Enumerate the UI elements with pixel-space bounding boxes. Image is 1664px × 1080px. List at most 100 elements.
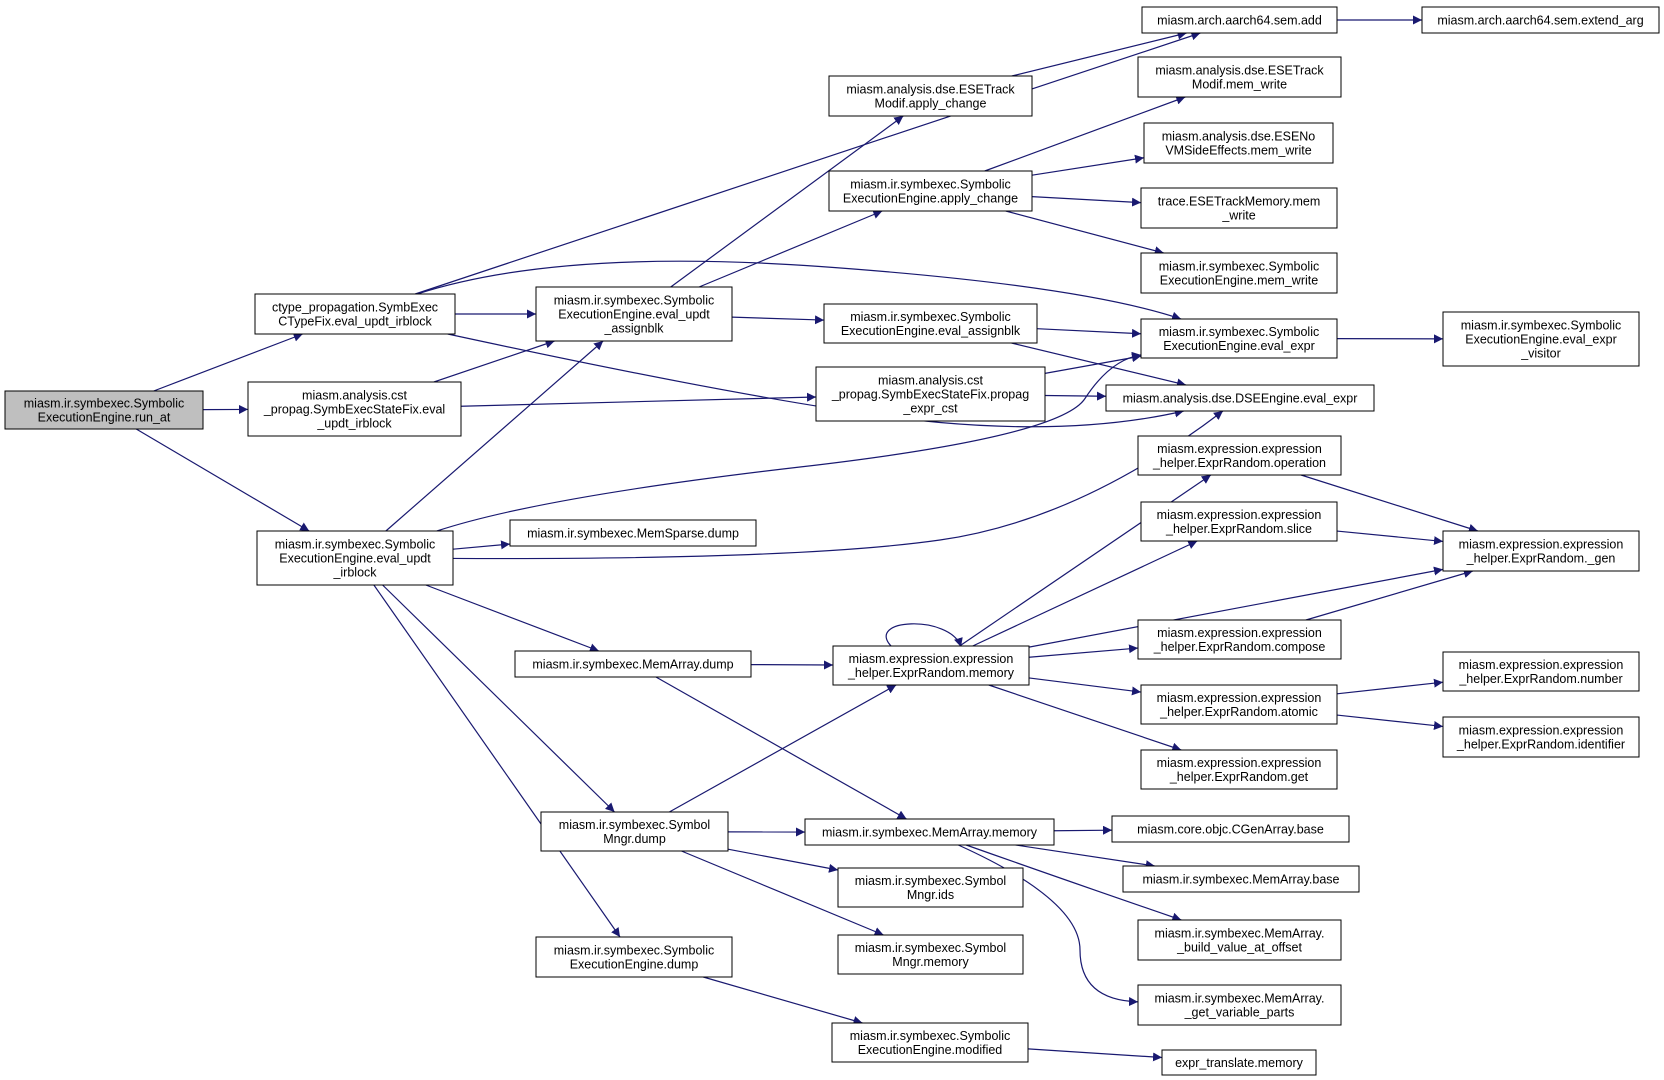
node-novm-mem-write[interactable]: miasm.analysis.dse.ESENoVMSideEffects.me… (1143, 122, 1334, 164)
node-label: miasm.analysis.dse.ESENo (1162, 130, 1316, 144)
node-memarray-memory[interactable]: miasm.ir.symbexec.MemArray.memory (804, 818, 1055, 846)
node-box[interactable] (1137, 56, 1342, 98)
edge-see_modified-to-expr_translate_memory (1027, 1048, 1163, 1062)
node-box[interactable] (535, 936, 733, 978)
node-build-value[interactable]: miasm.ir.symbexec.MemArray._build_value_… (1137, 919, 1342, 961)
node-box[interactable] (1141, 6, 1338, 34)
node-box[interactable] (1137, 435, 1342, 476)
node-box[interactable] (804, 818, 1055, 846)
node-ctype-fix[interactable]: ctype_propagation.SymbExecCTypeFix.eval_… (254, 293, 456, 335)
node-rand-number[interactable]: miasm.expression.expression_helper.ExprR… (1442, 651, 1640, 692)
node-label: miasm.ir.symbexec.Symbolic (554, 944, 714, 958)
node-box[interactable] (1442, 311, 1640, 367)
node-label: Modif.mem_write (1192, 78, 1287, 92)
node-box[interactable] (831, 1022, 1029, 1063)
node-box[interactable] (815, 366, 1046, 422)
node-see-eval-expr[interactable]: miasm.ir.symbexec.SymbolicExecutionEngin… (1140, 318, 1338, 359)
node-box[interactable] (1140, 501, 1338, 542)
node-see-apply[interactable]: miasm.ir.symbexec.SymbolicExecutionEngin… (828, 170, 1033, 212)
node-see-assignblk[interactable]: miasm.ir.symbexec.SymbolicExecutionEngin… (823, 303, 1038, 344)
edge-see_irblock-to-dse_eval_expr (452, 410, 1224, 560)
edge-see_irblock-to-memsparse_dump (452, 540, 511, 550)
node-box[interactable] (1421, 6, 1660, 34)
edge-see_assignblk_updt-to-see_apply (698, 210, 883, 288)
node-box[interactable] (1442, 716, 1640, 758)
edge-see_assignblk_updt-to-track_apply (670, 115, 904, 288)
node-box[interactable] (1137, 919, 1342, 961)
node-box[interactable] (837, 867, 1024, 908)
node-box[interactable] (1143, 122, 1334, 164)
node-box[interactable] (254, 293, 456, 335)
node-box[interactable] (1140, 187, 1338, 229)
node-box[interactable] (256, 530, 454, 586)
node-box[interactable] (1140, 749, 1338, 790)
node-box[interactable] (1140, 318, 1338, 359)
node-get-variable-parts[interactable]: miasm.ir.symbexec.MemArray._get_variable… (1137, 984, 1342, 1026)
node-box[interactable] (514, 650, 752, 678)
node-box[interactable] (832, 645, 1030, 686)
node-cst-propag-expr[interactable]: miasm.analysis.cst_propag.SymbExecStateF… (815, 366, 1046, 422)
node-box[interactable] (1442, 651, 1640, 692)
node-label: miasm.expression.expression (849, 652, 1014, 666)
node-box[interactable] (828, 75, 1033, 117)
node-box[interactable] (247, 381, 462, 437)
node-label: _irblock (332, 566, 377, 580)
edge-see_dump-to-see_modified (703, 976, 863, 1025)
node-aarch64-add[interactable]: miasm.arch.aarch64.sem.add (1141, 6, 1338, 34)
node-see-modified[interactable]: miasm.ir.symbexec.SymbolicExecutionEngin… (831, 1022, 1029, 1063)
node-rand-memory[interactable]: miasm.expression.expression_helper.ExprR… (832, 645, 1030, 686)
node-label: Mngr.dump (603, 832, 666, 846)
node-run-at[interactable]: miasm.ir.symbexec.SymbolicExecutionEngin… (4, 390, 204, 430)
node-box[interactable] (540, 811, 729, 852)
node-rand-identifier[interactable]: miasm.expression.expression_helper.ExprR… (1442, 716, 1640, 758)
node-see-dump[interactable]: miasm.ir.symbexec.SymbolicExecutionEngin… (535, 936, 733, 978)
node-track-apply[interactable]: miasm.analysis.dse.ESETrackModif.apply_c… (828, 75, 1033, 117)
node-memsparse-dump[interactable]: miasm.ir.symbexec.MemSparse.dump (509, 519, 757, 547)
node-rand-gen[interactable]: miasm.expression.expression_helper.ExprR… (1442, 530, 1640, 572)
node-box[interactable] (4, 390, 204, 430)
node-rand-atomic[interactable]: miasm.expression.expression_helper.ExprR… (1140, 684, 1338, 725)
edge-cst_fix-to-cst_propag_expr (460, 392, 817, 407)
node-box[interactable] (837, 934, 1024, 975)
node-rand-get[interactable]: miasm.expression.expression_helper.ExprR… (1140, 749, 1338, 790)
node-box[interactable] (1442, 530, 1640, 572)
node-extend-arg[interactable]: miasm.arch.aarch64.sem.extend_arg (1421, 6, 1660, 34)
node-rand-compose[interactable]: miasm.expression.expression_helper.ExprR… (1137, 619, 1342, 660)
node-label: miasm.ir.symbexec.MemSparse.dump (527, 527, 739, 541)
node-box[interactable] (1111, 815, 1350, 843)
node-box[interactable] (1140, 252, 1338, 294)
node-expr-translate-memory[interactable]: expr_translate.memory (1161, 1049, 1317, 1076)
node-box[interactable] (535, 286, 733, 342)
node-trace-mem-write[interactable]: trace.ESETrackMemory.mem_write (1140, 187, 1338, 229)
node-rand-slice[interactable]: miasm.expression.expression_helper.ExprR… (1140, 501, 1338, 542)
node-memarray-dump[interactable]: miasm.ir.symbexec.MemArray.dump (514, 650, 752, 678)
node-box[interactable] (509, 519, 757, 547)
node-label: _write (1221, 209, 1255, 223)
node-track-mem-write[interactable]: miasm.analysis.dse.ESETrackModif.mem_wri… (1137, 56, 1342, 98)
node-box[interactable] (1105, 384, 1375, 412)
edge-cst_propag_expr-to-see_eval_expr (1044, 353, 1142, 374)
node-see-irblock[interactable]: miasm.ir.symbexec.SymbolicExecutionEngin… (256, 530, 454, 586)
node-box[interactable] (1137, 984, 1342, 1026)
node-rand-operation[interactable]: miasm.expression.expression_helper.ExprR… (1137, 435, 1342, 476)
node-label: ExecutionEngine.modified (858, 1043, 1003, 1057)
node-see-mem-write[interactable]: miasm.ir.symbexec.SymbolicExecutionEngin… (1140, 252, 1338, 294)
node-label: Modif.apply_change (875, 97, 987, 111)
node-see-assignblk-updt[interactable]: miasm.ir.symbexec.SymbolicExecutionEngin… (535, 286, 733, 342)
edges (135, 15, 1479, 1062)
node-box[interactable] (1122, 865, 1360, 893)
node-cst-fix[interactable]: miasm.analysis.cst_propag.SymbExecStateF… (247, 381, 462, 437)
node-eval-expr-visitor[interactable]: miasm.ir.symbexec.SymbolicExecutionEngin… (1442, 311, 1640, 367)
node-dse-eval-expr[interactable]: miasm.analysis.dse.DSEEngine.eval_expr (1105, 384, 1375, 412)
node-box[interactable] (823, 303, 1038, 344)
node-memarray-base[interactable]: miasm.ir.symbexec.MemArray.base (1122, 865, 1360, 893)
node-label: miasm.analysis.cst (302, 389, 407, 403)
node-box[interactable] (1140, 684, 1338, 725)
node-box[interactable] (1161, 1049, 1317, 1076)
node-cgenarray-base[interactable]: miasm.core.objc.CGenArray.base (1111, 815, 1350, 843)
node-box[interactable] (1137, 619, 1342, 660)
node-box[interactable] (828, 170, 1033, 212)
